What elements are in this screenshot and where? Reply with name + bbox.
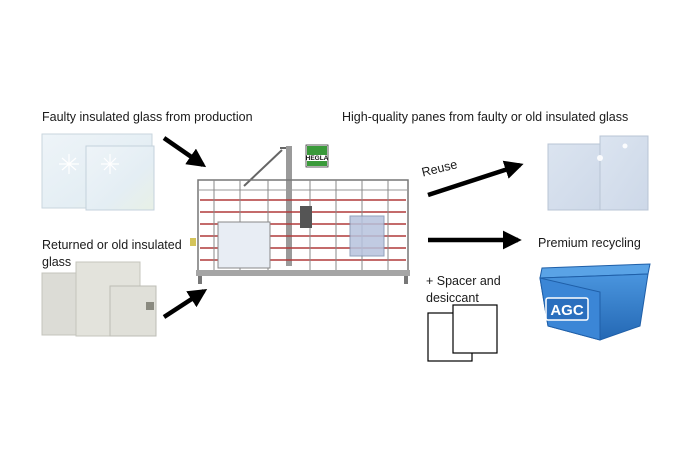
- spacer-sheets-icon: [427, 304, 498, 362]
- label-premium-recycling: Premium recycling: [538, 236, 641, 250]
- agc-logo: AGC: [550, 302, 584, 319]
- hegla-machine: HEGLA: [190, 144, 410, 284]
- crack-icon: [59, 154, 119, 174]
- arrow-returned-to-machine: [162, 288, 208, 319]
- label-returned-glass: Returned or old insulated glass: [42, 238, 182, 269]
- hegla-logo: HEGLA: [306, 155, 329, 162]
- faulty-glass-image: [41, 133, 155, 211]
- agc-recycling-bin: AGC: [539, 263, 651, 341]
- arrows: [162, 136, 524, 319]
- label-faulty-glass: Faulty insulated glass from production: [42, 110, 253, 124]
- high-quality-panes-image: [547, 135, 649, 211]
- label-high-quality-panes: High-quality panes from faulty or old in…: [342, 110, 629, 124]
- arrow-reuse: [427, 160, 524, 198]
- arrow-faulty-to-machine: [162, 136, 207, 168]
- label-spacer-desiccant: + Spacer and desiccant: [426, 274, 501, 305]
- returned-glass-image: [41, 261, 157, 337]
